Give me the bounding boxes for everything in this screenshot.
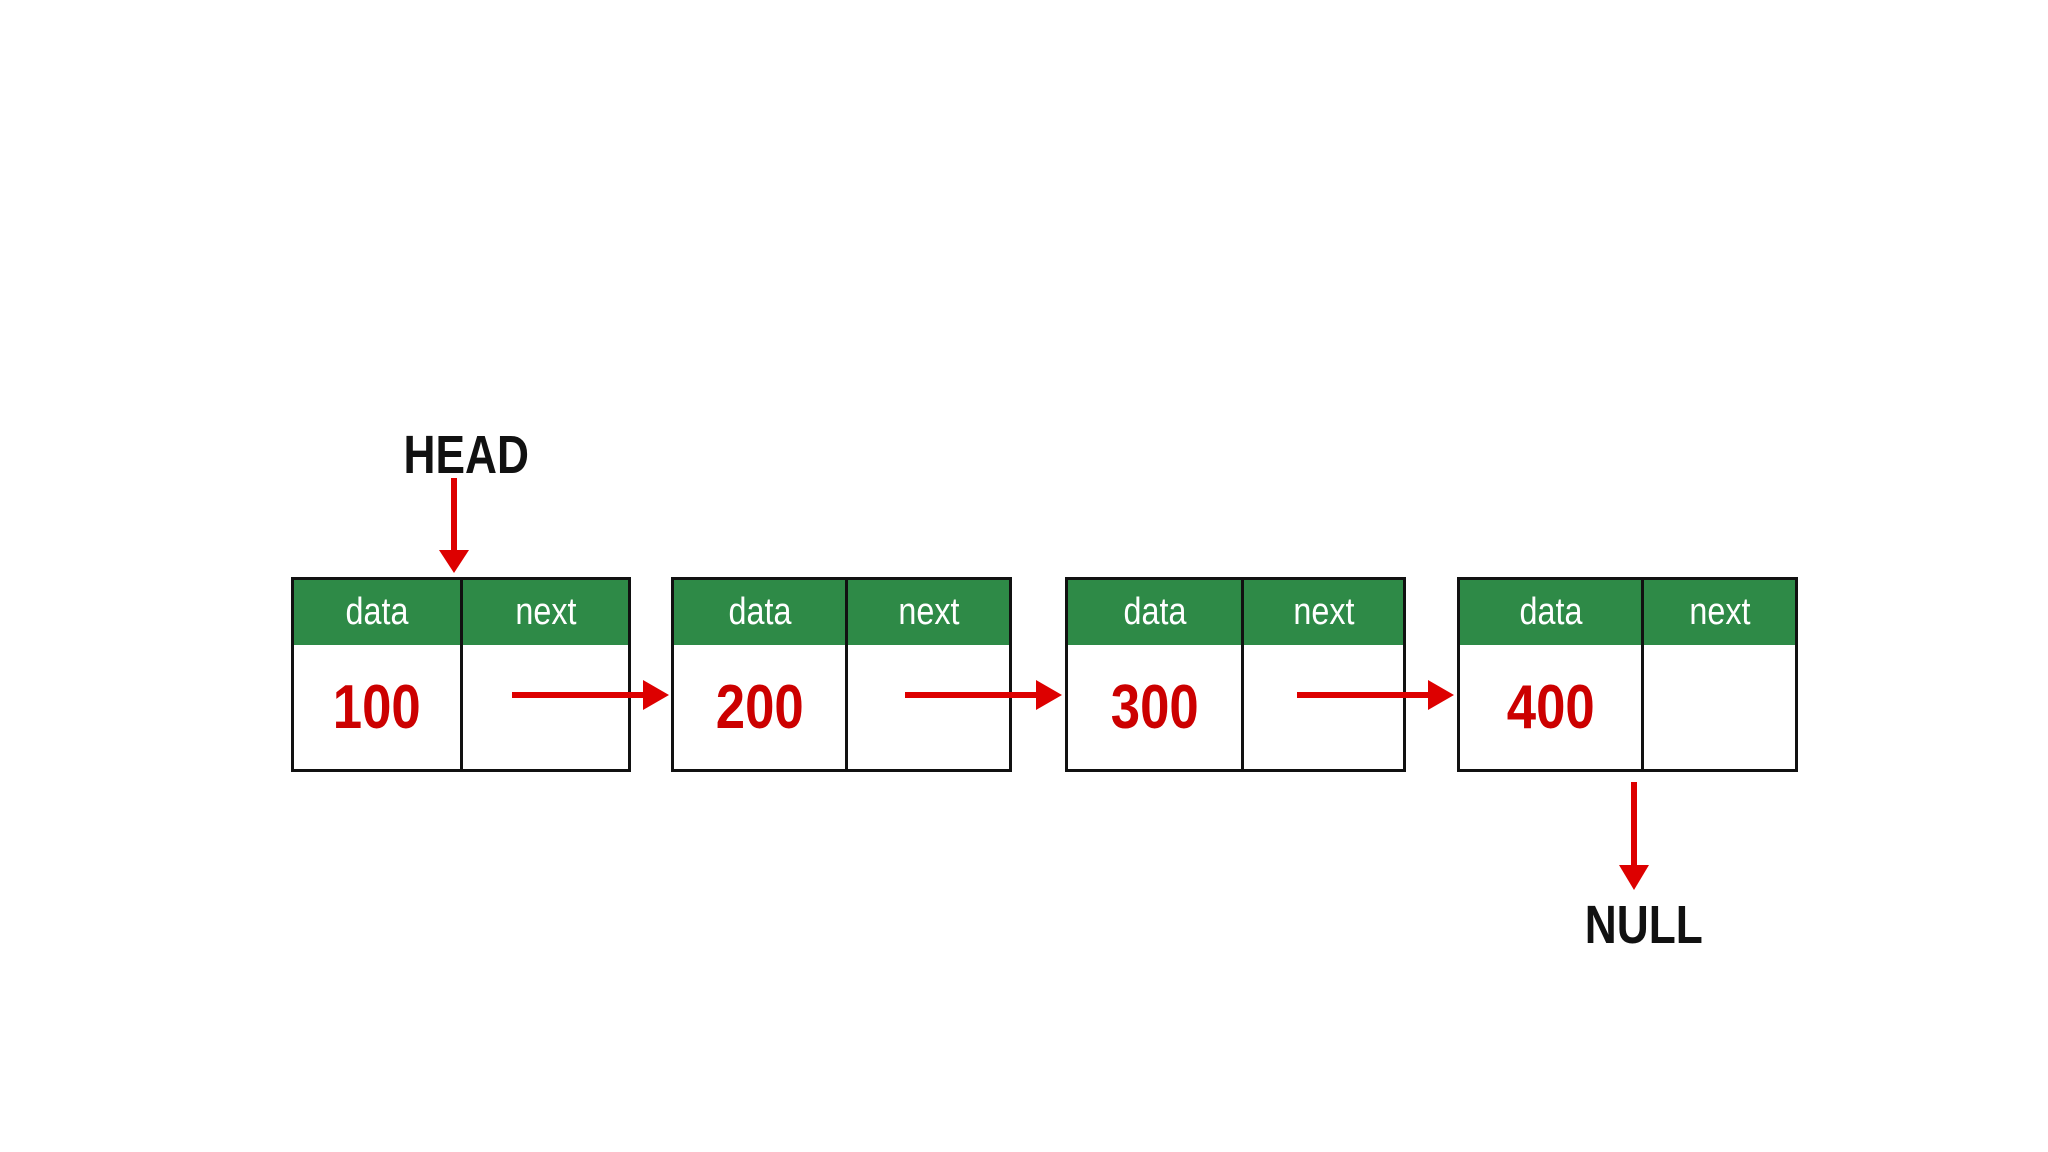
- node-2-data-header: data: [674, 580, 845, 645]
- node-4-next-pointer: [1644, 645, 1795, 769]
- list-node-1: data 100 next: [291, 577, 631, 772]
- node-1-next-cell: next: [460, 580, 628, 769]
- node-3-next-pointer: [1244, 645, 1403, 769]
- node-3-next-header: next: [1244, 580, 1403, 645]
- node-3-data-cell: data 300: [1068, 580, 1241, 769]
- node-4-next-cell: next: [1641, 580, 1795, 769]
- node-1-data-cell: data 100: [294, 580, 460, 769]
- node-3-next-cell: next: [1241, 580, 1403, 769]
- node-4-value: 400: [1506, 672, 1595, 742]
- node-1-data-header: data: [294, 580, 460, 645]
- head-pointer-arrow: [439, 478, 469, 573]
- node-4-data-header: data: [1460, 580, 1641, 645]
- node-2-next-header: next: [848, 580, 1009, 645]
- node-2-data-cell: data 200: [674, 580, 845, 769]
- node-4-to-null-arrow: [1619, 782, 1649, 890]
- node-1-next-pointer: [463, 645, 628, 769]
- node-4-data-cell: data 400: [1460, 580, 1641, 769]
- node-2-next-cell: next: [845, 580, 1009, 769]
- node-1-next-header: next: [463, 580, 628, 645]
- node-4-next-header: next: [1644, 580, 1795, 645]
- node-3-data-header: data: [1068, 580, 1241, 645]
- node-2-next-pointer: [848, 645, 1009, 769]
- list-node-4: data 400 next: [1457, 577, 1798, 772]
- list-node-2: data 200 next: [671, 577, 1012, 772]
- head-label: HEAD: [403, 425, 529, 485]
- node-3-value: 300: [1110, 672, 1199, 742]
- null-label: NULL: [1584, 895, 1703, 955]
- node-2-value: 200: [715, 672, 804, 742]
- list-node-3: data 300 next: [1065, 577, 1406, 772]
- node-1-value: 100: [333, 672, 421, 742]
